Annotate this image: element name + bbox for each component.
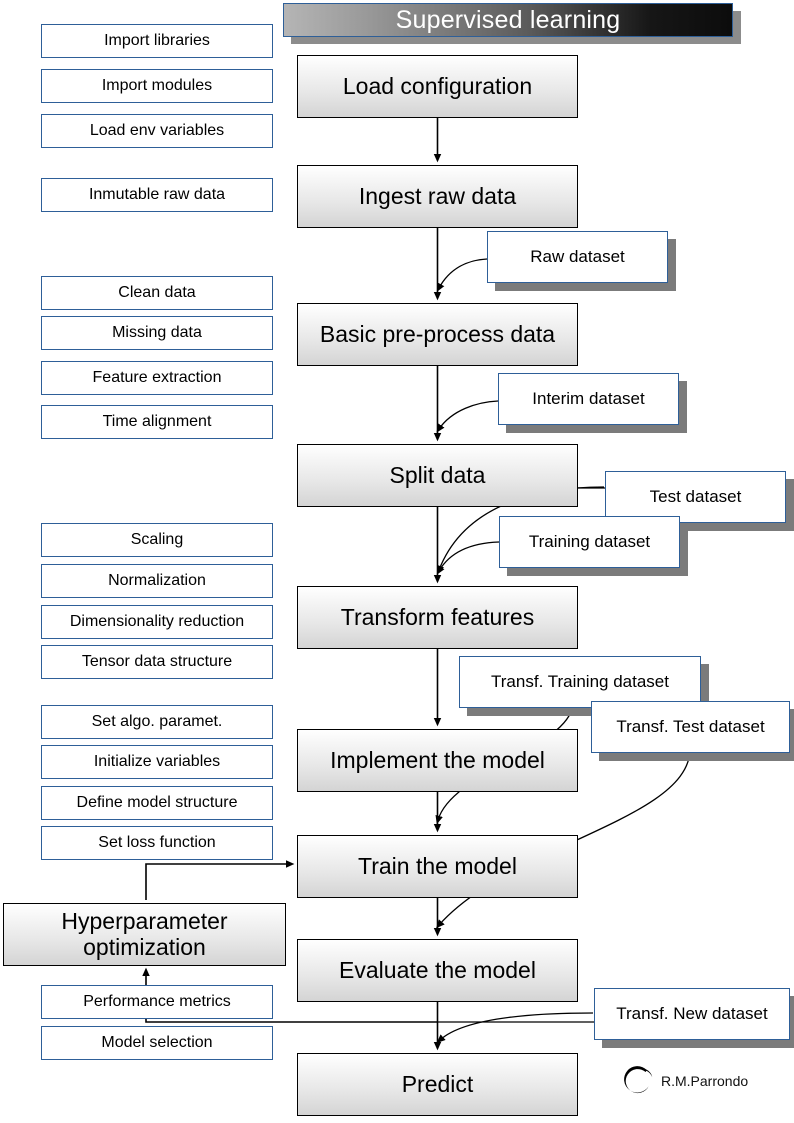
process-label: Basic pre-process data [319, 320, 556, 347]
credit-label: R.M.Parrondo [661, 1073, 749, 1089]
process-label: Ingest raw data [358, 182, 517, 209]
subtask-label: Feature extraction [92, 369, 222, 386]
subtask-label: Performance metrics [83, 993, 231, 1010]
subtask-scaling[interactable]: Scaling [41, 523, 273, 557]
process-ingest-raw-data[interactable]: Ingest raw data [297, 165, 578, 228]
subtask-tensor-data-structure[interactable]: Tensor data structure [41, 645, 273, 679]
dataset-label: Transf. Test dataset [616, 717, 765, 736]
hyperparameter-line-2: optimization [83, 933, 206, 960]
subtask-label: Define model structure [76, 794, 238, 811]
process-predict[interactable]: Predict [297, 1053, 578, 1116]
subtask-load-env-variables[interactable]: Load env variables [41, 114, 273, 148]
subtask-label: Clean data [118, 284, 196, 301]
dataset-raw-dataset[interactable]: Raw dataset [487, 231, 668, 283]
process-label: Load configuration [342, 72, 533, 99]
subtask-label: Time alignment [102, 413, 212, 430]
process-label: Transform features [340, 603, 535, 630]
subtask-missing-data[interactable]: Missing data [41, 316, 273, 350]
subtask-label: Scaling [130, 531, 184, 548]
dataset-transf-new-dataset[interactable]: Transf. New dataset [594, 988, 790, 1040]
process-label: Implement the model [330, 746, 545, 773]
subtask-label: Load env variables [89, 122, 225, 139]
subtask-time-alignment[interactable]: Time alignment [41, 405, 273, 439]
process-load-configuration[interactable]: Load configuration [297, 55, 578, 118]
dataset-transf-test-dataset[interactable]: Transf. Test dataset [591, 701, 790, 753]
process-hyperparameter-optimization[interactable]: Hyperparameter optimization [3, 903, 286, 966]
subtask-initialize-variables[interactable]: Initialize variables [41, 745, 273, 779]
dataset-training-dataset[interactable]: Training dataset [499, 516, 680, 568]
subtask-set-loss-function[interactable]: Set loss function [41, 826, 273, 860]
subtask-label: Inmutable raw data [88, 186, 226, 203]
subtask-import-modules[interactable]: Import modules [41, 69, 273, 103]
dataset-label: Training dataset [528, 532, 651, 551]
credit-block: R.M.Parrondo [620, 1063, 748, 1099]
dataset-label: Transf. Training dataset [491, 672, 669, 691]
process-evaluate-the-model[interactable]: Evaluate the model [297, 939, 578, 1002]
process-split-data[interactable]: Split data [297, 444, 578, 507]
process-train-the-model[interactable]: Train the model [297, 835, 578, 898]
subtask-import-libraries[interactable]: Import libraries [41, 24, 273, 58]
dataset-label: Interim dataset [532, 389, 645, 408]
subtask-label: Set algo. paramet. [91, 713, 223, 730]
subtask-label: Model selection [101, 1034, 213, 1051]
dataset-interim-dataset[interactable]: Interim dataset [498, 373, 679, 425]
subtask-label: Import libraries [104, 32, 210, 49]
title-bar: Supervised learning [283, 3, 733, 37]
subtask-label: Import modules [101, 77, 213, 94]
subtask-label: Set loss function [98, 834, 216, 851]
page-title: Supervised learning [395, 5, 621, 34]
process-label: Predict [401, 1070, 474, 1097]
subtask-set-algo-paramet[interactable]: Set algo. paramet. [41, 705, 273, 739]
subtask-dimensionality-reduction[interactable]: Dimensionality reduction [41, 605, 273, 639]
enso-circle-icon [624, 1066, 653, 1094]
subtask-label: Tensor data structure [81, 653, 233, 670]
subtask-define-model-structure[interactable]: Define model structure [41, 786, 273, 820]
subtask-label: Initialize variables [93, 753, 221, 770]
subtask-label: Missing data [112, 324, 202, 341]
dataset-test-dataset[interactable]: Test dataset [605, 471, 786, 523]
process-transform-features[interactable]: Transform features [297, 586, 578, 649]
subtask-label: Normalization [108, 572, 206, 589]
dataset-transf-training-dataset[interactable]: Transf. Training dataset [459, 656, 701, 708]
subtask-model-selection[interactable]: Model selection [41, 1026, 273, 1060]
dataset-label: Raw dataset [530, 247, 625, 266]
process-basic-pre-process-data[interactable]: Basic pre-process data [297, 303, 578, 366]
process-implement-the-model[interactable]: Implement the model [297, 729, 578, 792]
dataset-label: Transf. New dataset [616, 1004, 768, 1023]
process-label: Train the model [358, 852, 517, 879]
subtask-performance-metrics[interactable]: Performance metrics [41, 985, 273, 1019]
subtask-clean-data[interactable]: Clean data [41, 276, 273, 310]
hyperparameter-line-1: Hyperparameter [61, 907, 228, 934]
dataset-label: Test dataset [649, 487, 742, 506]
process-label: Split data [389, 461, 486, 488]
subtask-feature-extraction[interactable]: Feature extraction [41, 361, 273, 395]
subtask-normalization[interactable]: Normalization [41, 564, 273, 598]
subtask-inmutable-raw-data[interactable]: Inmutable raw data [41, 178, 273, 212]
subtask-label: Dimensionality reduction [69, 613, 245, 630]
process-label: Evaluate the model [339, 956, 536, 983]
